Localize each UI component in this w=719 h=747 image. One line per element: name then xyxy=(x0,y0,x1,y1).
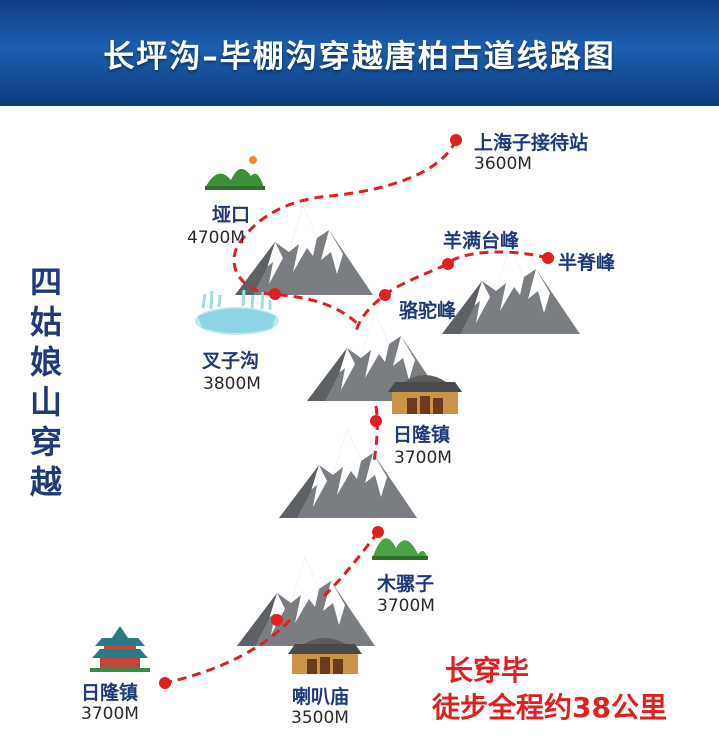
place-rilong-mid-name: 日隆镇 xyxy=(393,424,451,446)
route-stops xyxy=(159,134,554,689)
place-muluozi-alt: 3700M xyxy=(377,596,435,616)
mountain-icon xyxy=(237,557,375,646)
route-map: 上海子接待站 3600M 垭口 4700M 羊满台峰 半脊峰 骆驼峰 叉子沟 3… xyxy=(0,106,719,747)
route-path xyxy=(164,139,549,685)
stop-marker xyxy=(269,288,281,300)
title-banner: 长坪沟–毕棚沟穿越唐柏古道线路图 xyxy=(0,0,719,106)
temple-icon xyxy=(288,638,362,674)
summary-line-2: 徒步全程约38公里 xyxy=(432,691,667,724)
place-rilong-low-name: 日隆镇 xyxy=(81,682,139,704)
page-title: 长坪沟–毕棚沟穿越唐柏古道线路图 xyxy=(103,38,616,75)
lake-icon xyxy=(195,289,279,335)
mountain-icon xyxy=(235,206,373,295)
temple-icon xyxy=(388,375,462,414)
place-chazigou-name: 叉子沟 xyxy=(202,350,260,372)
pagoda-icon xyxy=(90,626,150,672)
stop-marker xyxy=(542,252,554,264)
side-title: 四姑娘山穿越 xyxy=(29,263,62,501)
place-labamiao-alt: 3500M xyxy=(291,708,349,728)
summary-line-1: 长穿毕 xyxy=(445,654,530,687)
hill-icon xyxy=(205,156,265,190)
place-muluozi-name: 木骡子 xyxy=(377,573,435,595)
stop-marker xyxy=(442,258,454,270)
place-yakou-alt: 4700M xyxy=(187,228,245,248)
stop-marker xyxy=(159,677,171,689)
place-rilong-low-alt: 3700M xyxy=(81,704,139,724)
place-shanghaizi-alt: 3600M xyxy=(474,154,532,174)
place-rilong-mid-alt: 3700M xyxy=(394,448,452,468)
stop-marker xyxy=(372,526,384,538)
stop-marker xyxy=(271,614,283,626)
place-chazigou-alt: 3800M xyxy=(203,374,261,394)
place-luotuo-name: 骆驼峰 xyxy=(399,300,457,322)
stop-marker xyxy=(370,415,382,427)
place-labamiao-name: 喇叭庙 xyxy=(292,686,350,708)
hill-icon xyxy=(372,538,428,560)
place-yakou-name: 垭口 xyxy=(212,204,251,226)
stop-marker xyxy=(450,134,462,146)
map-graphics xyxy=(90,134,580,689)
place-banji-name: 半脊峰 xyxy=(558,252,616,274)
place-shanghaizi-name: 上海子接待站 xyxy=(474,132,589,154)
stop-marker xyxy=(379,289,391,301)
place-yangmantai-name: 羊满台峰 xyxy=(443,230,520,252)
